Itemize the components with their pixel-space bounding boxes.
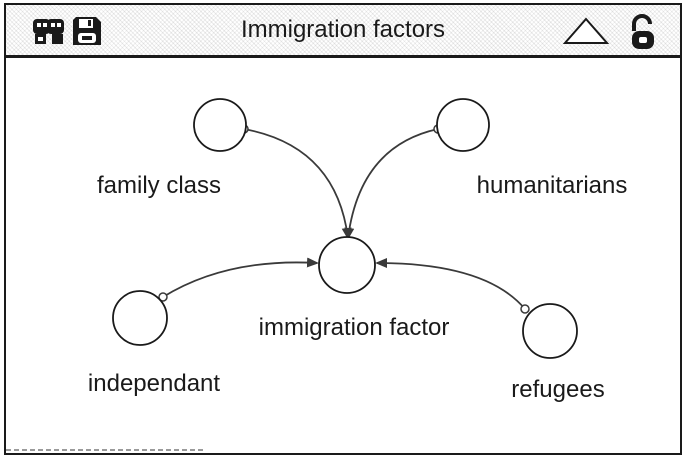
save-icon[interactable] xyxy=(68,13,106,49)
connector-handle-independant[interactable] xyxy=(158,292,168,302)
converter-refugees[interactable] xyxy=(522,303,578,359)
unlock-icon[interactable] xyxy=(624,13,662,49)
bottom-divider xyxy=(6,449,206,451)
node-label-immigration-factor: immigration factor xyxy=(258,314,450,341)
connector-handle-refugees[interactable] xyxy=(520,304,530,314)
model-window: Immigration factors xyxy=(4,3,682,455)
node-label-independant: independant xyxy=(87,370,221,397)
connector-humanitarians[interactable] xyxy=(344,128,439,240)
diagram-svg xyxy=(112,98,578,359)
converter-immigration-factor[interactable] xyxy=(318,236,376,294)
node-label-refugees: refugees xyxy=(511,376,605,403)
node-label-humanitarians: humanitarians xyxy=(476,172,628,199)
title-bar[interactable]: Immigration factors xyxy=(6,5,680,58)
model-icon[interactable] xyxy=(30,13,68,49)
node-label-family-class: family class xyxy=(96,172,222,199)
diagram-canvas[interactable]: family class humanitarians immigration f… xyxy=(6,58,680,453)
collapse-triangle-icon[interactable] xyxy=(562,13,610,49)
connector-refugees[interactable] xyxy=(375,258,526,310)
converter-humanitarians[interactable] xyxy=(436,98,490,152)
connector-independant[interactable] xyxy=(162,257,319,298)
connector-family-class[interactable] xyxy=(243,128,352,240)
converter-independant[interactable] xyxy=(112,290,168,346)
converter-family-class[interactable] xyxy=(193,98,247,152)
